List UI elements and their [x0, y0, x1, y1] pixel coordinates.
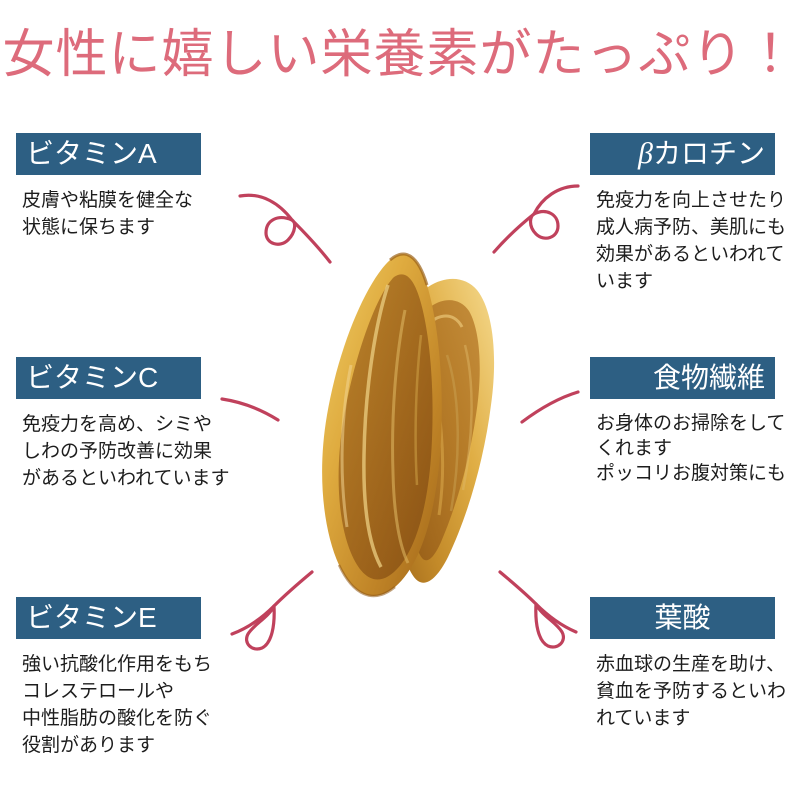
nutrient-badge-folic-acid: 葉酸: [590, 597, 775, 639]
description-line: 中性脂肪の酸化を防ぐ: [22, 708, 213, 729]
description-line: 効果があるといわれて: [596, 244, 785, 265]
nutrient-badge-vitamin-c: ビタミンC: [16, 357, 201, 399]
page-title: 女性に嬉しい栄養素がたっぷり！: [2, 26, 798, 84]
description-line: 成人病予防、美肌にも: [596, 217, 787, 238]
nutrient-description-vitamin-a: 皮膚や粘膜を健全な 状態に保ちます: [16, 187, 226, 241]
doodle-lower-left: [230, 604, 276, 636]
description-line: 状態に保ちます: [22, 217, 156, 238]
description-line: 赤血球の生産を助け、: [596, 654, 786, 675]
description-line: 役割があります: [22, 735, 156, 756]
nutrient-block-folic-acid: 葉酸 赤血球の生産を助け、 貧血を予防するといわ れています: [590, 597, 800, 732]
nutrient-block-vitamin-a: ビタミンA 皮膚や粘膜を健全な 状態に保ちます: [16, 133, 226, 241]
nutrient-badge-dietary-fiber: 食物繊維: [590, 357, 775, 399]
dried-fruit-photo: [255, 215, 555, 600]
nutrient-badge-vitamin-a: ビタミンA: [16, 133, 201, 175]
fruit-slice-left: [322, 252, 442, 598]
description-line: お身体のお掃除をして: [596, 413, 786, 434]
nutrient-badge-label: カロチン: [652, 138, 765, 169]
nutrient-badge-beta-carotene: βカロチン: [590, 133, 775, 175]
nutrient-description-dietary-fiber: お身体のお掃除をして くれます ポッコリお腹対策にも: [590, 411, 800, 486]
nutrient-description-vitamin-e: 強い抗酸化作用をもち コレステロールや 中性脂肪の酸化を防ぐ 役割があります: [16, 651, 226, 759]
doodle-upper-right: [532, 184, 580, 216]
beta-symbol: β: [638, 137, 653, 170]
description-line: れています: [596, 708, 691, 729]
description-line: コレステロールや: [22, 681, 175, 702]
nutrient-badge-vitamin-e: ビタミンE: [16, 597, 201, 639]
nutrient-block-vitamin-e: ビタミンE 強い抗酸化作用をもち コレステロールや 中性脂肪の酸化を防ぐ 役割が…: [16, 597, 226, 759]
doodle-lower-right: [534, 602, 578, 634]
description-line: ポッコリお腹対策にも: [596, 463, 787, 484]
description-line: しわの予防改善に効果: [22, 441, 213, 462]
description-line: 免疫力を向上させたり: [596, 190, 787, 211]
description-line: があるといわれています: [22, 468, 230, 489]
nutrient-description-beta-carotene: 免疫力を向上させたり 成人病予防、美肌にも 効果があるといわれて います: [590, 187, 800, 295]
nutrient-description-folic-acid: 赤血球の生産を助け、 貧血を予防するといわ れています: [590, 651, 800, 732]
description-line: 皮膚や粘膜を健全な: [22, 190, 194, 211]
nutrient-block-beta-carotene: βカロチン 免疫力を向上させたり 成人病予防、美肌にも 効果があるといわれて い…: [590, 133, 800, 295]
description-line: 免疫力を高め、シミや: [22, 414, 213, 435]
nutrient-block-dietary-fiber: 食物繊維 お身体のお掃除をして くれます ポッコリお腹対策にも: [590, 357, 800, 486]
description-line: 貧血を予防するといわ: [596, 681, 787, 702]
description-line: います: [596, 271, 654, 292]
description-line: くれます: [596, 438, 673, 459]
description-line: 強い抗酸化作用をもち: [22, 654, 213, 675]
nutrient-description-vitamin-c: 免疫力を高め、シミや しわの予防改善に効果 があるといわれています: [16, 411, 230, 492]
nutrient-block-vitamin-c: ビタミンC 免疫力を高め、シミや しわの予防改善に効果 があるといわれています: [16, 357, 230, 492]
